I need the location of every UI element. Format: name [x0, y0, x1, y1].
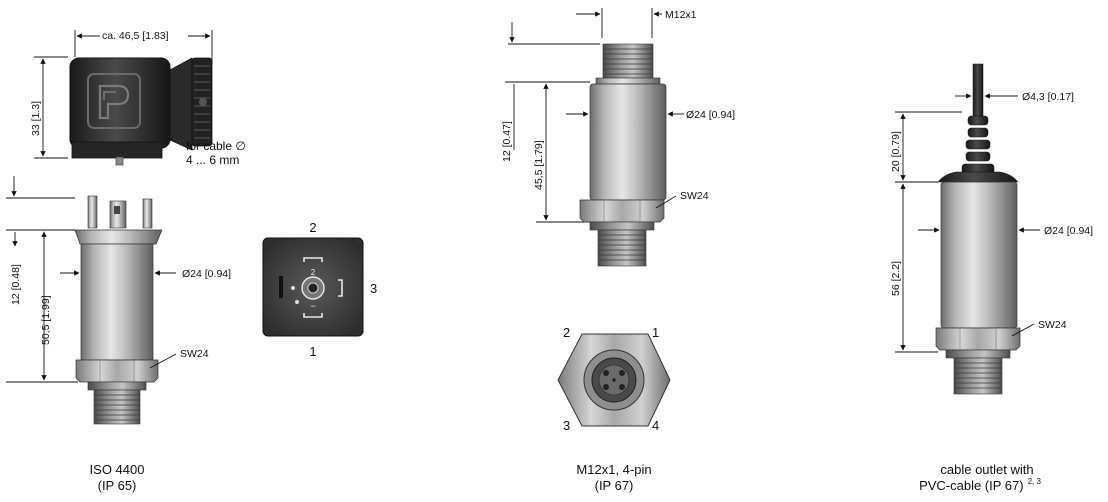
iso-sensor-body: [80, 243, 154, 361]
m12-sensor-body: [589, 83, 667, 201]
cable-hex-nut: [935, 327, 1021, 351]
m12-connector-thread: [602, 43, 654, 79]
cable-dim-top: 20 [0.79]: [890, 131, 902, 172]
cable-dim-body: 56 [2.2]: [890, 261, 902, 296]
m12-pin-4: 4: [652, 418, 659, 433]
m12-thread-label: M12x1: [665, 9, 697, 21]
m12-dim-body: 45,5 [1.79]: [533, 140, 545, 190]
m12-hex-label: SW24: [680, 190, 709, 202]
iso-hex-label: SW24: [180, 348, 209, 360]
iso-plug-height-label: 33 [1.3]: [30, 101, 42, 136]
iso-dim-body: 50,5 [1.99]: [40, 295, 52, 345]
cable-hex-label: SW24: [1038, 319, 1067, 331]
cable-caption-superscript: 2, 3: [1028, 477, 1042, 486]
iso-sensor-drawing: 12 [0.48] 50,5 [1.99] Ø24 [0.94] SW24 IS…: [6, 176, 231, 493]
m12-dim-top: 12 [0.47]: [501, 121, 513, 162]
iso-face-minus: −: [310, 301, 315, 311]
strain-relief: [961, 115, 995, 175]
m12-caption-1: M12x1, 4-pin: [576, 462, 651, 477]
iso-caption-2: (IP 65): [98, 478, 137, 493]
iso-caption-1: ISO 4400: [90, 462, 145, 477]
iso-plug-width-label: ca. 46,5 [1.83]: [102, 30, 169, 42]
iso-dim-top: 12 [0.48]: [10, 264, 22, 305]
cable-caption-2-main: PVC-cable (IP 67): [919, 478, 1024, 493]
cable-diameter-body-label: Ø24 [0.94]: [1044, 225, 1093, 237]
iso-plug-drawing: ca. 46,5 [1.83] 33 [1.3] for cable ∅ 4 .…: [30, 30, 246, 167]
manufacturer-logo: [98, 84, 130, 120]
iso-face-pin-right: 3: [370, 281, 377, 296]
cable-sensor-drawing: Ø4,3 [0.17] 20 [0.79] 56 [2.2] Ø24 [0.94…: [890, 63, 1093, 493]
m12-diameter-label: Ø24 [0.94]: [686, 109, 735, 121]
m12-sensor-drawing: M12x1 12 [0.47] 45,5 [1.79] Ø24 [0.94] S…: [501, 8, 735, 267]
m12-pin-3: 3: [563, 418, 570, 433]
cable-diameter-label: Ø4,3 [0.17]: [1022, 91, 1074, 103]
cable-sensor-body: [940, 181, 1018, 329]
iso-face-center-pin: 2: [311, 268, 316, 277]
cable-caption-1: cable outlet with: [940, 462, 1033, 477]
m12-pin-1: 1: [652, 325, 659, 340]
m12-face-view: 1 2 3 4 M12x1, 4-pin (IP 67): [557, 325, 671, 493]
iso-cable-note-2: 4 ... 6 mm: [186, 153, 239, 167]
cable-caption-2: PVC-cable (IP 67) 2, 3: [919, 477, 1041, 493]
iso-face-pin-top: 2: [309, 220, 316, 235]
m12-hex-nut: [579, 199, 665, 223]
iso-diameter-label: Ø24 [0.94]: [182, 268, 231, 280]
m12-pin-2: 2: [563, 325, 570, 340]
pvc-cable: [972, 63, 984, 117]
iso-hex-nut: [75, 359, 159, 383]
m12-caption-2: (IP 67): [595, 478, 634, 493]
iso-cable-note-1: for cable ∅: [186, 139, 246, 153]
iso-face-view: 2 3 1 2 −: [262, 220, 377, 359]
iso-thread: [93, 389, 141, 425]
iso-face-pin-bottom: 1: [309, 344, 316, 359]
